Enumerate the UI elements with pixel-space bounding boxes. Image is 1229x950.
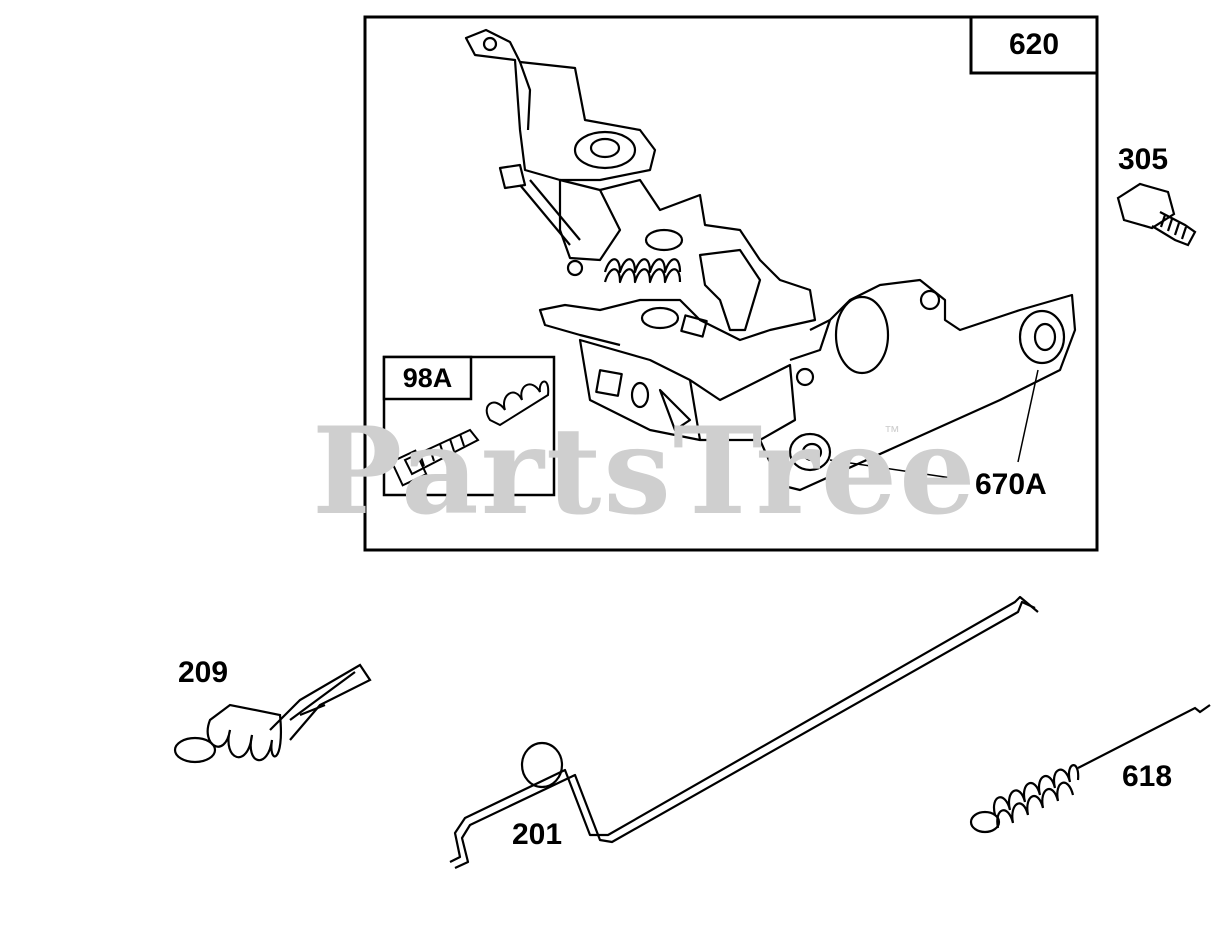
callout-305: 305: [1118, 143, 1169, 176]
callout-98A: 98A: [402, 362, 453, 393]
callout-618: 618: [1122, 760, 1173, 793]
control-bracket-assembly: [464, 28, 1077, 492]
adjusting-screw-kit: [390, 380, 550, 487]
callout-201: 201: [512, 818, 563, 851]
extension-spring-618: [969, 704, 1211, 834]
assembly-frame: [363, 15, 1099, 552]
watermark: PartsTree: [312, 401, 978, 542]
callout-620: 620: [1008, 28, 1060, 61]
governor-spring-209: [173, 663, 372, 764]
watermark-trademark: ™: [884, 424, 900, 441]
bolt-305: [1116, 182, 1197, 247]
callout-670A: 670A: [975, 468, 1047, 501]
kit-label-box: [382, 355, 473, 401]
assembly-label-box: [969, 15, 1099, 75]
callout-209: 209: [178, 656, 229, 689]
throttle-link-201: [449, 595, 1039, 869]
